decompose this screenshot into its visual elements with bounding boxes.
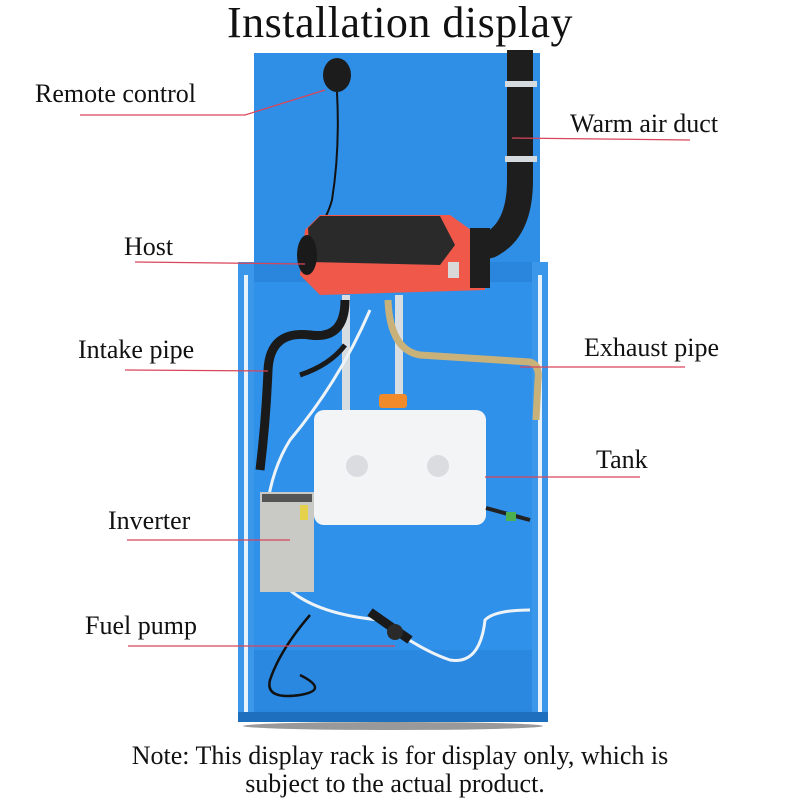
heater-host — [297, 215, 490, 295]
label-exhaust-pipe: Exhaust pipe — [584, 333, 720, 362]
page-title: Installation display — [226, 0, 574, 47]
exhaust-pipe — [384, 299, 542, 421]
note-line-2: subject to the actual product. — [245, 769, 545, 798]
note-line-1: Note: This display rack is for display o… — [131, 741, 669, 770]
label-fuel-pump: Fuel pump — [85, 611, 197, 640]
bracket-left — [342, 295, 350, 415]
leader-lines — [80, 89, 691, 647]
label-inverter: Inverter — [108, 506, 191, 535]
label-intake-pipe: Intake pipe — [78, 335, 195, 364]
label-tank: Tank — [596, 445, 648, 474]
fuel-line — [263, 309, 531, 662]
fuel-tank — [314, 394, 531, 525]
label-host: Host — [124, 232, 174, 261]
intake-pipe — [255, 299, 350, 471]
fuel-pump — [367, 608, 413, 644]
label-warm-air-duct: Warm air duct — [570, 109, 719, 138]
warm-air-duct — [466, 50, 537, 263]
label-remote-control: Remote control — [35, 79, 197, 108]
inverter — [260, 492, 314, 592]
